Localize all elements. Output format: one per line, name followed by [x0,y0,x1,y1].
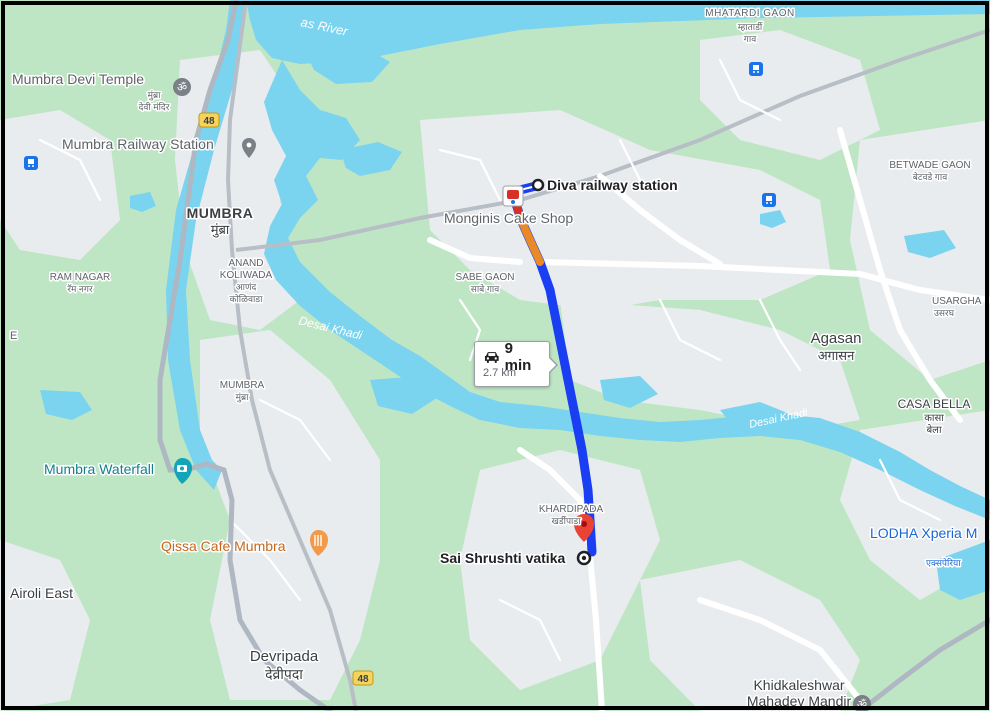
lodha-xperia-label[interactable]: LODHA Xperia M [869,524,979,543]
khardipada-label: KHARDIPADA [539,504,604,515]
agasan-label-mr: अगासन [818,348,855,363]
svg-text:ॐ: ॐ [857,698,867,711]
route-info-callout[interactable]: 9 min 2.7 km [474,340,558,387]
highway-shield: 48 [198,112,220,128]
khidkaleshwar-label[interactable]: Khidkaleshwar [752,676,846,695]
transit-icon[interactable] [749,62,763,76]
place-of-worship-icon[interactable]: ॐ [173,78,191,96]
water-bodies [0,0,990,600]
lodha-xperia-label-mr: एक्सपेरिया [926,557,961,568]
anand-koliwada-label: KOLIWADA [220,270,273,281]
route-distance: 2.7 km [483,367,517,379]
diva-railway-station-label[interactable]: Diva railway station [546,176,680,195]
transit-station-icon[interactable] [502,185,524,207]
devripada-label-mr: देव्रीपदा [265,666,303,682]
car-icon [484,352,499,363]
khidkaleshwar-label[interactable]: Mahadev Mandir [745,692,853,711]
casa-bella-label-mr: बेला [926,424,941,436]
mumbra-waterfall-label[interactable]: Mumbra Waterfall [43,460,156,479]
sabe-gaon-label-mr: साबे गाव [471,283,500,294]
ram-nagar-label-mr: रॅम नगर [67,284,93,294]
transit-icon[interactable] [24,156,38,170]
major-roads [427,127,990,711]
mumbra-devi-temple-label[interactable]: Mumbra Devi Temple [11,70,146,89]
mumbra-devi-temple-label-mr: मुंब्रा [148,90,162,101]
mumbra-devi-temple-label-mr: देवी मंदिर [139,101,170,112]
route-duration: 9 min [504,340,532,374]
restaurant-icon[interactable] [310,530,328,556]
mhatardi-label: MHATARDI GAON [705,8,794,19]
minor-roads [38,58,942,662]
mumbra2-label-mr: मुंब्रा [236,392,250,403]
locality-labels: MHATARDI GAON म्हातार्डी गाव MUMBRA मुंब… [9,7,984,684]
ram-nagar-label: RAM NAGAR [50,272,111,283]
mhatardi-label-mr: म्हातार्डी [738,21,763,32]
origin-marker[interactable] [531,178,545,192]
sabe-gaon-label: SABE GAON [456,272,515,283]
khardipada-label-mr: खर्डीपाडा [551,515,581,526]
mumbra-railway-station-label[interactable]: Mumbra Railway Station [61,135,216,154]
agasan-label: Agasan [811,330,862,347]
mumbra-label: MUMBRA [187,205,254,221]
camera-icon[interactable] [174,458,192,484]
highway-shield: 48 [352,670,374,686]
anand-koliwada-label-mr: आणंद [236,282,257,292]
callout-pointer [548,356,558,374]
casa-bella-label-mr: कासा [924,413,944,424]
anand-koliwada-label-mr: कोळिवाडा [230,293,264,304]
highway-nh48 [157,0,990,711]
sai-shrushti-label[interactable]: Sai Shrushti vatika [439,549,567,568]
betwade-label-mr: बेटवडे गाव [913,171,948,182]
anand-koliwada-label: ANAND [228,258,263,269]
usargha-label-mr: उसरघ [934,308,955,318]
airoli-east-label: Airoli East [10,585,73,601]
highway-shield-label: 48 [357,674,369,685]
monginis-label[interactable]: Monginis Cake Shop [443,209,575,228]
mumbra2-label: MUMBRA [220,380,265,391]
edge-label: E [10,330,17,342]
qissa-cafe-label[interactable]: Qissa Cafe Mumbra [160,537,288,556]
svg-text:ॐ: ॐ [177,81,187,94]
mumbra-label-mr: मुंब्रा [211,222,230,238]
transit-icon[interactable] [762,193,776,207]
casa-bella-label: CASA BELLA [898,397,971,411]
highway-shield-label: 48 [203,116,215,127]
usargha-label: USARGHA [932,296,982,307]
betwade-label: BETWADE GAON [889,160,970,171]
poi-labels: Mumbra Devi Temple मुंब्रा देवी मंदिर Mu… [11,70,979,711]
destination-pin[interactable] [574,514,594,566]
place-pin-icon[interactable] [242,138,256,158]
mhatardi-label-mr: गाव [744,34,757,44]
devripada-label: Devripada [250,648,319,665]
